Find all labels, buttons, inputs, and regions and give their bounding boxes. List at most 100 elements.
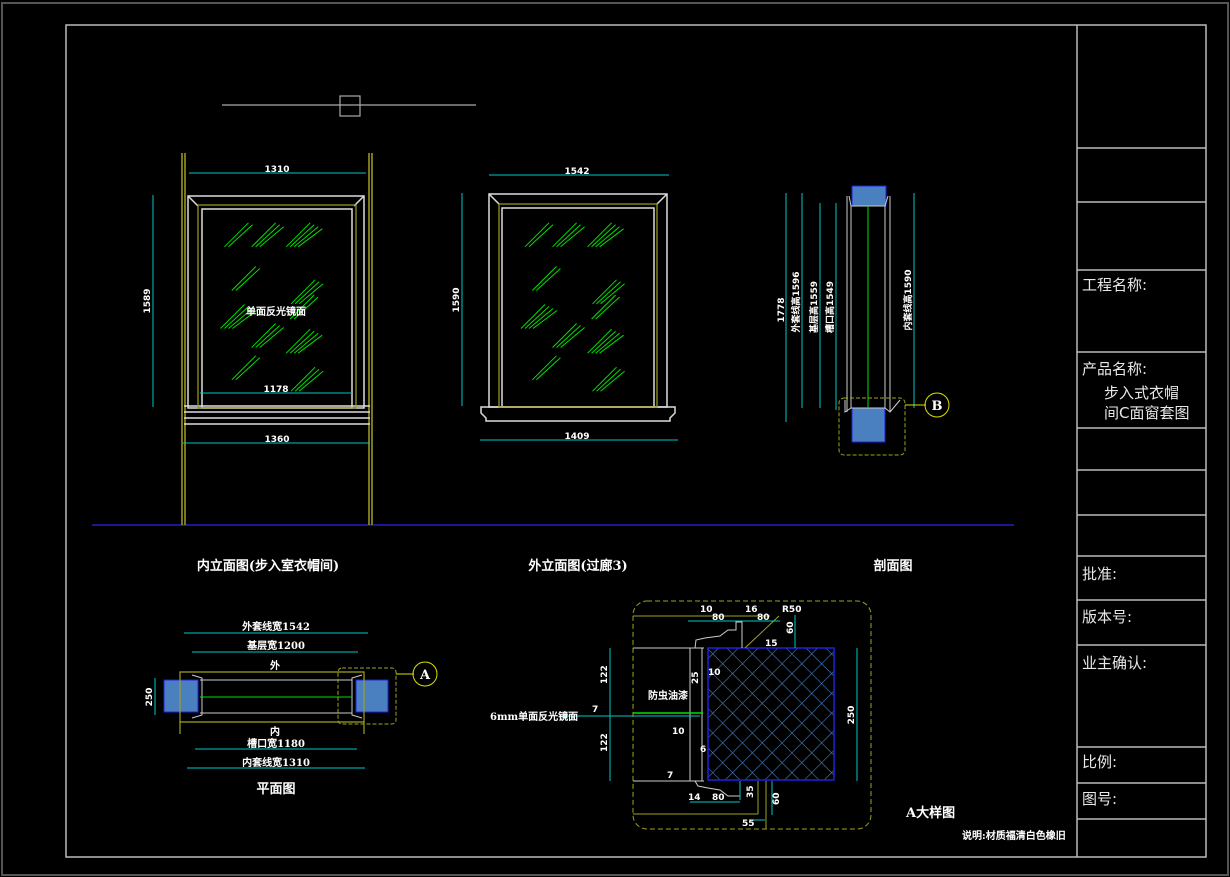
section-view: 1778 外套线高1596 基层高1559 槽口高1549 内套线高1590 B xyxy=(777,185,950,456)
detail-sealant-label: 防虫油漆 xyxy=(648,689,688,702)
dim-detail-6: 6 xyxy=(700,745,706,755)
dim-outer-bottom: 1409 xyxy=(564,432,589,442)
dim-inner-glass: 1178 xyxy=(263,385,288,395)
inner-elevation-view: 1310 1589 1178 1360 单面反光镜面 xyxy=(143,153,373,525)
glass-hatch-stroke xyxy=(524,306,550,329)
glass-hatch-stroke xyxy=(231,355,257,381)
dim-plan-wall: 250 xyxy=(145,688,155,707)
detail-note: 说明:材质福清白色橡旧 xyxy=(962,829,1066,842)
dim-detail-10b: 10 xyxy=(708,668,721,678)
glass-hatch-stroke xyxy=(293,332,319,354)
glass-hatch-stroke xyxy=(520,304,546,329)
plan-view: A 外套线宽1542 基层宽1200 外 内 槽口宽1180 内套线宽1310 … xyxy=(145,620,438,769)
glass-hatch-stroke xyxy=(560,226,585,248)
callout-b: B xyxy=(932,399,943,414)
dim-detail-80b: 80 xyxy=(757,613,770,623)
glass-hatch-stroke xyxy=(556,224,581,248)
dim-detail-60b: 60 xyxy=(772,792,782,805)
glass-hatch-stroke xyxy=(289,330,315,354)
glass-hatch-stroke xyxy=(293,296,319,320)
dim-detail-80a: 80 xyxy=(712,613,725,623)
glass-hatch-stroke xyxy=(599,334,624,354)
title-block-frame xyxy=(1076,25,1206,857)
caption-inner-elevation: 内立面图(步入室衣帽间) xyxy=(197,558,339,574)
product-name-line2: 间C面窗套图 xyxy=(1104,404,1190,422)
glass-hatch-stroke xyxy=(228,224,253,248)
caption-detail-a: A大样图 xyxy=(905,805,955,821)
glass-hatch-stroke xyxy=(298,283,324,305)
dim-plan-base: 基层宽1200 xyxy=(246,639,305,652)
glass-hatch-stroke xyxy=(528,308,554,329)
plan-inside-label: 内 xyxy=(270,725,280,738)
dim-detail-25: 25 xyxy=(691,671,701,684)
caption-section: 剖面图 xyxy=(873,558,912,574)
dim-outer-height: 1590 xyxy=(452,287,462,312)
sheet-inner-border xyxy=(65,24,1207,858)
glass-hatch-stroke xyxy=(298,370,324,392)
glass-hatch-stroke xyxy=(294,368,320,392)
glass-hatch-stroke xyxy=(596,368,621,392)
glass-hatch-stroke xyxy=(595,226,620,248)
glass-hatch-stroke xyxy=(251,323,277,348)
glass-hatch-stroke xyxy=(532,310,558,329)
dim-inner-bottom: 1360 xyxy=(264,435,289,445)
glass-hatch-stroke xyxy=(591,294,616,320)
dim-section-total: 1778 xyxy=(777,297,787,322)
glass-hatch-stroke xyxy=(259,226,285,248)
glass-hatch-stroke xyxy=(289,294,315,320)
glass-hatch-stroke xyxy=(536,268,561,291)
dim-detail-15: 15 xyxy=(765,639,778,649)
glass-hatch-stroke xyxy=(592,366,617,392)
glass-hatch-stroke xyxy=(552,222,577,248)
glass-hatch-stroke xyxy=(297,334,323,354)
dim-detail-10c: 10 xyxy=(672,727,685,737)
caption-outer-elevation: 外立面图(过廊3) xyxy=(527,558,627,574)
glass-hatch-stroke xyxy=(591,224,616,248)
glass-hatch-stroke xyxy=(285,328,311,354)
glass-hatch-stroke xyxy=(532,355,557,381)
version-label: 版本号: xyxy=(1082,608,1133,626)
glass-hatch-stroke xyxy=(600,283,625,305)
dim-detail-122a: 122 xyxy=(600,665,610,684)
dim-detail-14: 14 xyxy=(688,793,701,803)
glass-hatch-stroke xyxy=(587,328,612,354)
dim-plan-slot: 槽口宽1180 xyxy=(247,737,305,750)
dim-detail-122b: 122 xyxy=(600,733,610,752)
glass-hatch-stroke xyxy=(297,228,323,248)
glass-hatch-stroke xyxy=(599,228,624,248)
dim-section-slot: 槽口高1549 xyxy=(824,281,836,333)
detail-glass-label: 6mm单面反光镜面 xyxy=(490,710,578,723)
glass-hatch-stroke xyxy=(255,224,281,248)
drawing-no-label: 图号: xyxy=(1082,790,1118,808)
glass-hatch-stroke xyxy=(224,306,249,329)
glass-hatch-stroke xyxy=(224,222,249,248)
glass-hatch-stroke xyxy=(536,357,561,381)
glass-hatch-stroke xyxy=(560,327,585,348)
glass-hatch-stroke xyxy=(289,224,315,248)
glass-hatch-stroke xyxy=(591,330,616,354)
dim-detail-80c: 80 xyxy=(712,793,725,803)
glass-hatch xyxy=(220,222,324,392)
dim-detail-r50: R50 xyxy=(782,605,801,615)
glass-hatch-stroke xyxy=(220,304,245,329)
glass-hatch-stroke xyxy=(290,366,316,392)
glass-hatch-stroke xyxy=(596,281,621,305)
glass-hatch-stroke xyxy=(528,224,554,248)
glass-hatch-stroke xyxy=(532,266,557,291)
project-name-label: 工程名称: xyxy=(1082,276,1148,294)
glass-label: 单面反光镜面 xyxy=(246,305,306,318)
glass-hatch-stroke xyxy=(235,268,261,291)
plan-outside-label: 外 xyxy=(269,659,280,672)
product-name-line1: 步入式衣帽 xyxy=(1104,384,1180,402)
glass-hatch-stroke xyxy=(595,332,620,354)
callout-a-circle xyxy=(412,661,438,687)
glass-hatch-stroke xyxy=(235,357,261,381)
glass-hatch-stroke xyxy=(231,266,257,291)
dim-plan-inner: 内套线宽1310 xyxy=(242,756,310,769)
scale-label: 比例: xyxy=(1082,753,1118,771)
caption-plan: 平面图 xyxy=(256,782,295,797)
glass-hatch-stroke xyxy=(294,281,320,305)
dim-detail-250: 250 xyxy=(847,706,857,725)
dim-section-inner: 内套线高1590 xyxy=(902,269,914,330)
